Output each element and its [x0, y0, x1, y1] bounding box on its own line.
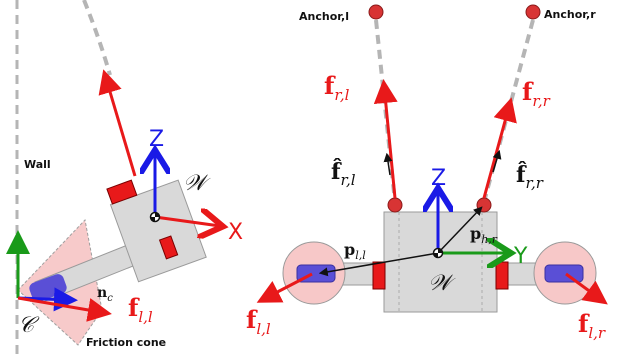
anchor-left-label: Anchor,l: [299, 10, 349, 23]
p-h-r-vector: [437, 206, 483, 254]
fhat-r-l-label: f̂r,l: [331, 159, 356, 189]
contact-force-arrow: [17, 296, 112, 322]
p-h-r-label: ph,r: [470, 224, 498, 246]
right-foot-pad: [544, 264, 584, 283]
force-l-l-label: fl,l: [246, 305, 271, 338]
force-l-l-arrow: [256, 272, 313, 303]
left-axis-z-label: Z: [149, 127, 164, 152]
p-l-l-label: pl,l: [344, 240, 366, 262]
left-panel: Wall 𝒞 nc Friction cone fl,l: [5, 0, 243, 358]
wall-label: Wall: [24, 158, 51, 171]
right-robot-body: [383, 211, 498, 313]
p-l-l-vector: [318, 252, 439, 277]
left-robot-body: [106, 179, 207, 283]
contact-label: 𝒞: [18, 313, 40, 338]
left-joint-block: [372, 261, 386, 290]
friction-cone-label: Friction cone: [86, 336, 166, 349]
fhat-r-r-label: f̂r,r: [516, 162, 544, 192]
right-axis-z-label: Z: [431, 166, 446, 191]
left-axis-x-label: X: [228, 220, 243, 245]
left-force-label: fl,l: [128, 293, 153, 326]
anchor-right-label: Anchor,r: [544, 8, 596, 21]
left-body-anchor-block: [106, 179, 138, 205]
anchor-right-icon: [525, 4, 541, 20]
right-axis-y-label: Y: [513, 244, 528, 269]
force-r-r-arrow: [482, 97, 517, 199]
left-tether: [82, 0, 112, 76]
right-panel: Anchor,l Anchor,r fr,l fr,r: [246, 4, 608, 342]
force-l-r-arrow: [565, 272, 608, 305]
fhat-r-r-arrow: [492, 149, 502, 173]
body-attach-left-icon: [387, 197, 403, 213]
normal-label: nc: [97, 285, 113, 304]
left-world-label: 𝒲: [183, 171, 211, 196]
force-r-r-label: fr,r: [522, 77, 551, 110]
left-body-joint-block: [158, 235, 179, 260]
right-joint-block: [495, 261, 509, 290]
force-r-l-arrow: [373, 79, 398, 199]
anchor-left-icon: [368, 4, 384, 20]
force-l-r-label: fl,r: [578, 309, 606, 342]
left-tether-force-arrow: [98, 69, 137, 177]
fhat-r-l-arrow: [383, 152, 393, 176]
force-r-l-label: fr,l: [324, 71, 350, 104]
left-axis-x: [154, 217, 220, 226]
